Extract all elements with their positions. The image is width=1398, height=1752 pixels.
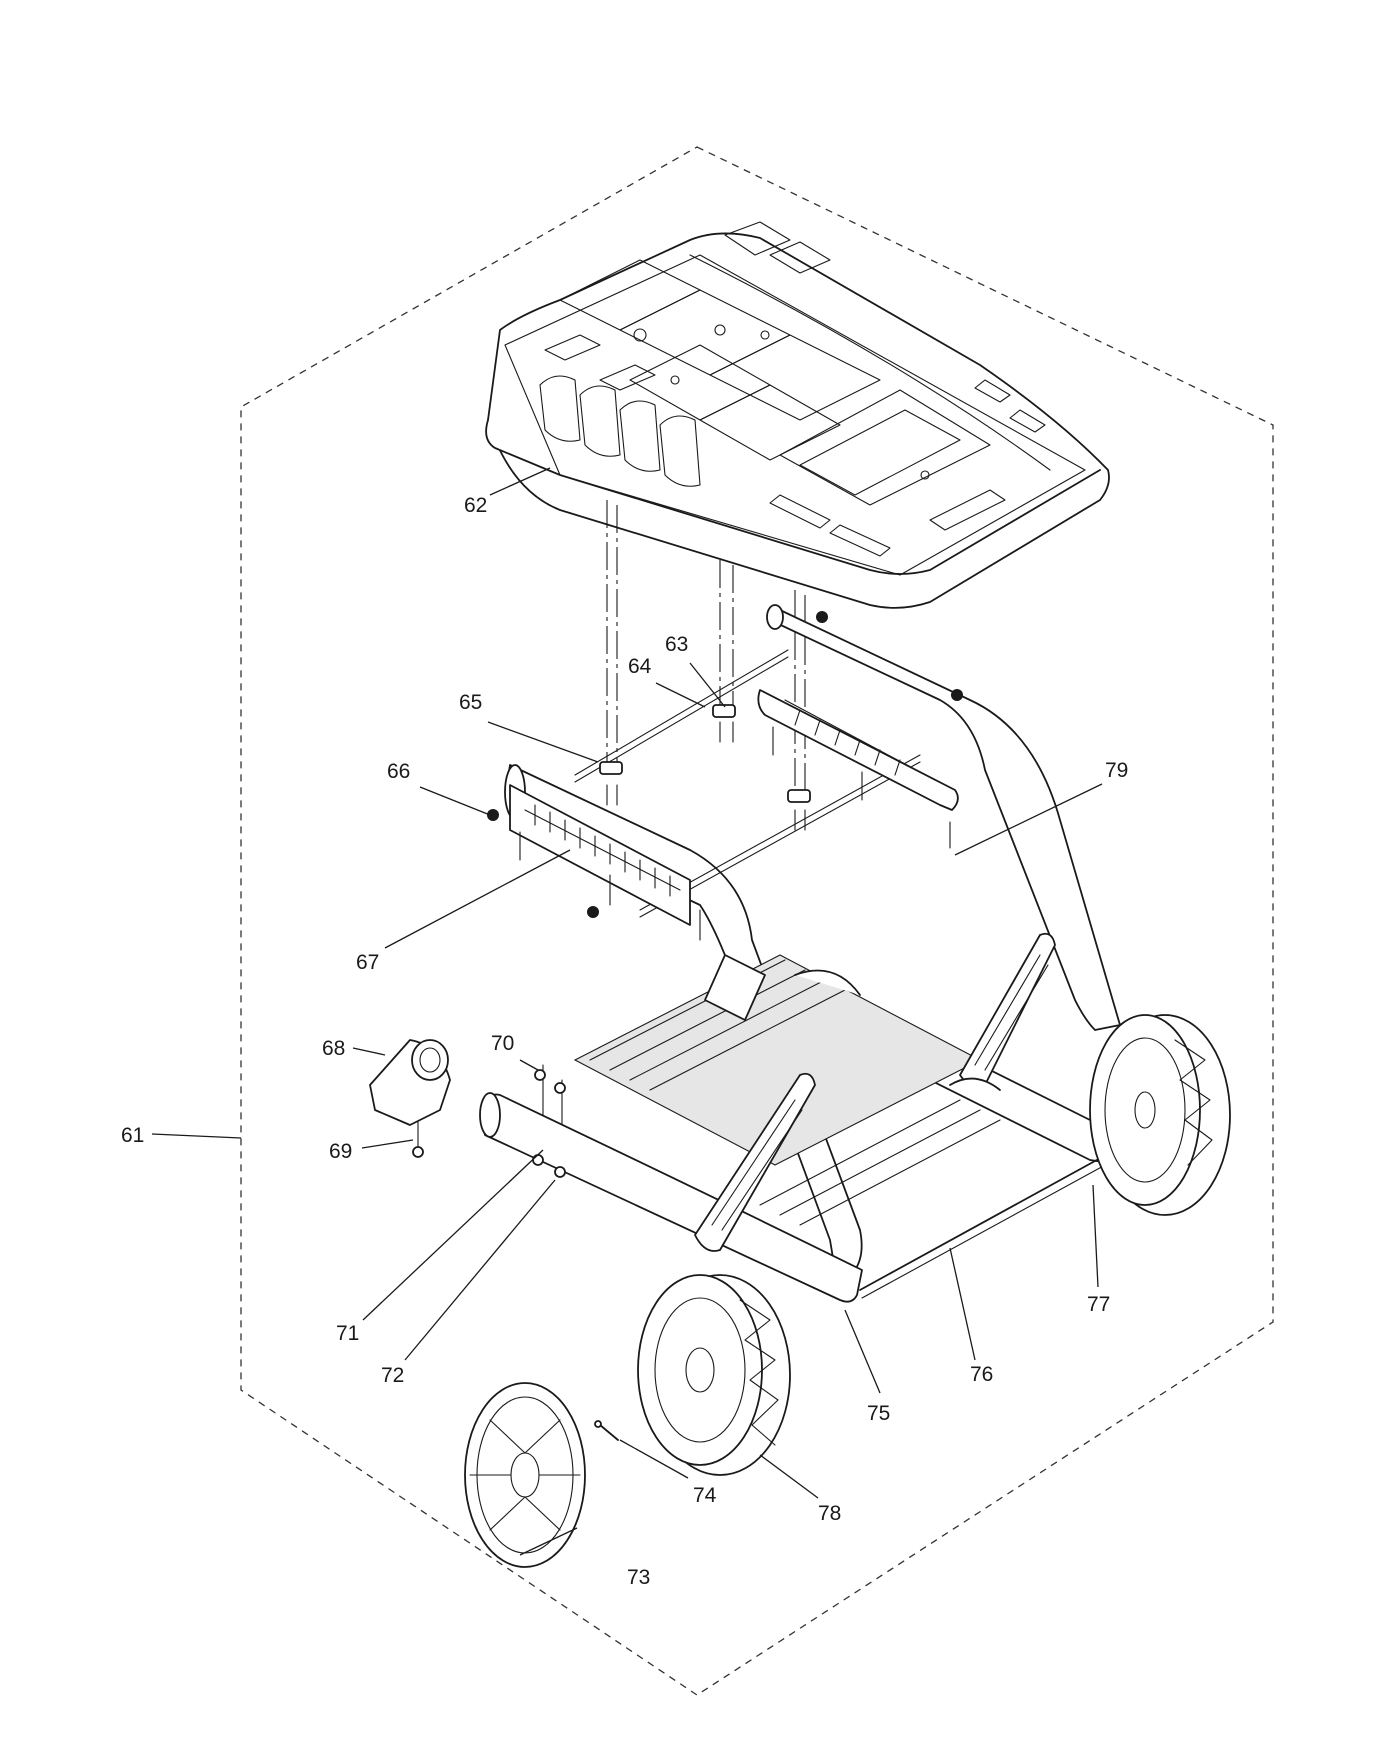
callout-71: 71 [336, 1322, 359, 1345]
top-tray [485, 221, 1110, 609]
callout-79: 79 [1105, 759, 1128, 782]
leader-lines [151, 467, 1103, 1556]
callout-61: 61 [121, 1124, 144, 1147]
callout-74: 74 [693, 1484, 717, 1507]
callout-77: 77 [1087, 1293, 1110, 1316]
right-rack-bracket [757, 689, 959, 811]
callout-72: 72 [381, 1364, 404, 1387]
hub-cap [464, 1382, 586, 1568]
fasteners [412, 611, 963, 1178]
callout-64: 64 [628, 655, 652, 678]
axle-pin [594, 1420, 619, 1441]
callout-69: 69 [329, 1140, 352, 1163]
left-rack-bracket [509, 784, 691, 926]
callout-73: 73 [627, 1566, 650, 1589]
callout-66: 66 [387, 760, 410, 783]
callout-labels: 61 62 63 64 65 66 67 68 69 70 71 72 73 7… [121, 494, 1128, 1589]
cart-frame [479, 604, 1121, 1303]
callout-78: 78 [818, 1502, 841, 1525]
callout-76: 76 [970, 1363, 993, 1386]
callout-70: 70 [491, 1032, 514, 1055]
right-wheel [1089, 1014, 1231, 1216]
callout-68: 68 [322, 1037, 345, 1060]
assembly-boundary [240, 146, 1274, 1696]
callout-67: 67 [356, 951, 379, 974]
left-wheel [637, 1274, 791, 1476]
callout-63: 63 [665, 633, 688, 656]
callout-65: 65 [459, 691, 482, 714]
callout-62: 62 [464, 494, 487, 517]
handle-socket [369, 1039, 451, 1126]
callout-75: 75 [867, 1402, 890, 1425]
